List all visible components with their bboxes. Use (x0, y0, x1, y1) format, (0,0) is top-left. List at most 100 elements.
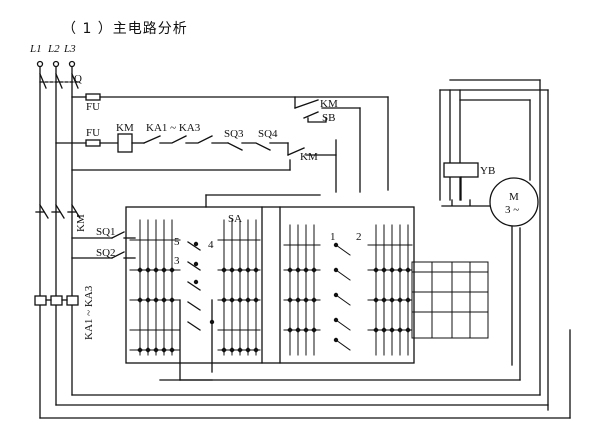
contact-dot (303, 267, 309, 273)
contact-dot (373, 327, 379, 333)
contact-dot (389, 327, 395, 333)
contact-dot (253, 297, 259, 303)
label-sq2: SQ2 (96, 247, 116, 259)
brake-yb (441, 162, 493, 207)
contact-dot (245, 297, 251, 303)
contact-dot (381, 327, 387, 333)
contact-dot (153, 347, 159, 353)
contact-dot (145, 347, 151, 353)
label-km-coil: KM (116, 122, 134, 134)
motor-feed (439, 79, 549, 411)
contact-dot (145, 297, 151, 303)
label-node-3: 3 (174, 255, 180, 267)
junction-dot (193, 261, 199, 267)
label-node-2: 2 (356, 231, 362, 243)
contact-dot (253, 347, 259, 353)
contact-dot (137, 347, 143, 353)
limit-switches (71, 231, 136, 259)
junction-dot (333, 337, 339, 343)
contact-dot (295, 267, 301, 273)
contact-dot (295, 297, 301, 303)
contact-dot (161, 297, 167, 303)
contact-dot (287, 267, 293, 273)
contact-dot (381, 297, 387, 303)
ka-elements (34, 295, 79, 306)
label-km-side: KM (75, 214, 87, 232)
contact-dot (169, 297, 175, 303)
contact-dot (303, 297, 309, 303)
label-l1: L1 (29, 43, 42, 55)
contact-dot (137, 267, 143, 273)
contact-dot (303, 327, 309, 333)
contact-dot (389, 267, 395, 273)
label-sa: SA (228, 213, 242, 225)
page-title: （ 1 ）主电路分析 (62, 21, 188, 37)
contact-dot (253, 267, 259, 273)
contact-dot (145, 267, 151, 273)
right-panel-grid (283, 224, 413, 356)
km-main-contacts (35, 204, 81, 219)
junction-dot (333, 317, 339, 323)
contact-dot (229, 297, 235, 303)
supply-lines (36, 60, 79, 419)
contact-dot (381, 267, 387, 273)
contact-dot (221, 297, 227, 303)
label-ka-range: KA1 ~ KA3 (146, 122, 201, 134)
contact-dot (311, 327, 317, 333)
contact-dot (161, 267, 167, 273)
contact-dot (137, 297, 143, 303)
main-fuse-branch (71, 93, 389, 193)
label-sq3: SQ3 (224, 128, 244, 140)
contact-dot (237, 267, 243, 273)
label-l3: L3 (63, 43, 76, 55)
contact-dots (137, 241, 411, 353)
contact-dot (311, 297, 317, 303)
left-panel-grid (129, 219, 261, 356)
label-sq4: SQ4 (258, 128, 278, 140)
return-wires (39, 329, 571, 419)
contact-dot (373, 297, 379, 303)
label-fu-main: FU (86, 101, 100, 113)
contact-dot (287, 327, 293, 333)
junction-dot (193, 279, 199, 285)
label-motor-3: 3 ~ (505, 204, 519, 216)
label-fu-ctrl: FU (86, 127, 100, 139)
label-km-top: KM (320, 98, 338, 110)
label-node-5: 5 (174, 236, 180, 248)
junction-dot (193, 241, 199, 247)
switch-panels (125, 194, 415, 364)
control-row (55, 133, 337, 193)
label-yb: YB (480, 165, 495, 177)
contact-dot (161, 347, 167, 353)
label-q: Q (74, 73, 82, 85)
junction-dot (333, 267, 339, 273)
contact-dot (405, 267, 411, 273)
motor (489, 177, 539, 227)
contact-dot (237, 297, 243, 303)
contact-dot (311, 267, 317, 273)
contact-dot (405, 327, 411, 333)
contact-dot (153, 267, 159, 273)
contact-dot (397, 267, 403, 273)
output-bus (411, 261, 489, 339)
contact-dot (397, 297, 403, 303)
text-labels: L1 L2 L3 Q FU FU KM KA1 ~ KA3 SQ3 SQ4 KM… (29, 43, 519, 340)
label-sq1: SQ1 (96, 226, 116, 238)
contact-dot (245, 267, 251, 273)
contact-dot (169, 347, 175, 353)
contact-dot (169, 267, 175, 273)
contact-dot (287, 297, 293, 303)
junction-dot (333, 292, 339, 298)
label-l2: L2 (47, 43, 60, 55)
label-motor-m: M (509, 191, 519, 203)
contact-dot (221, 267, 227, 273)
contact-dot (229, 347, 235, 353)
contact-dot (153, 297, 159, 303)
contact-dot (295, 327, 301, 333)
contact-dot (405, 297, 411, 303)
label-ka-bottom: KA1 ~ KA3 (83, 285, 95, 340)
contact-dot (221, 347, 227, 353)
junction-dot (209, 319, 215, 325)
contact-dot (389, 297, 395, 303)
